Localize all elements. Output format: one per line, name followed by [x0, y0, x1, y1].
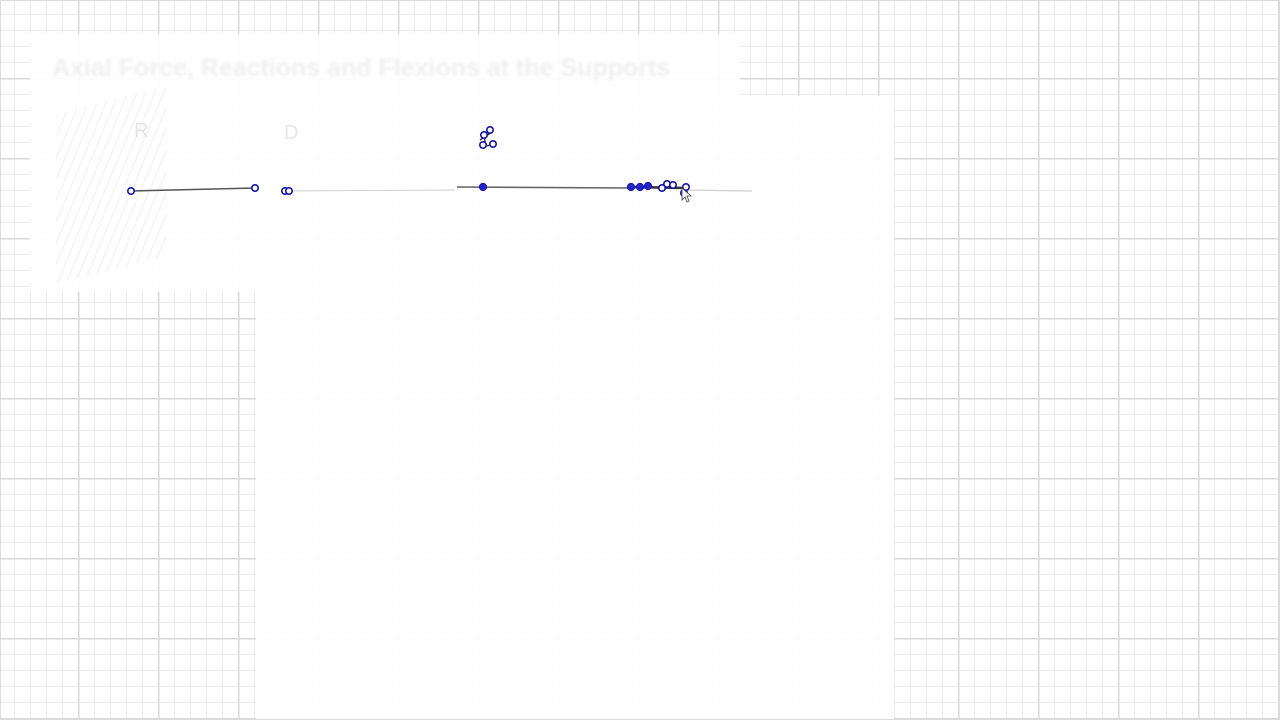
- canvas-overlay-main: [256, 292, 894, 720]
- node-2-node[interactable]: [251, 184, 260, 193]
- ghost-letter-r: R: [134, 120, 149, 142]
- diagram-title: Axial Force, Reactions and Flexions at t…: [52, 54, 671, 82]
- node-mid-node[interactable]: [478, 182, 488, 192]
- beam-segment-left-faint: [286, 189, 456, 192]
- canvas-overlay-band: [30, 96, 894, 292]
- beam-lines: [130, 131, 753, 192]
- node-top-1-node[interactable]: [479, 131, 488, 140]
- node-top-3-node[interactable]: [478, 141, 487, 150]
- support-left-node[interactable]: [127, 187, 136, 196]
- node-top-2-node[interactable]: [485, 126, 494, 135]
- node-right-3-node[interactable]: [643, 181, 653, 191]
- node-4-node[interactable]: [284, 187, 293, 196]
- node-right-7-node[interactable]: [657, 184, 666, 193]
- beam-segment-tail: [685, 189, 753, 192]
- beam-segment-left: [130, 187, 256, 192]
- node-layer[interactable]: [127, 126, 690, 198]
- node-top-4-node[interactable]: [488, 140, 497, 149]
- canvas-overlay-top: [30, 34, 740, 96]
- node-right-1-node[interactable]: [626, 182, 636, 192]
- mouse-cursor-icon: [681, 187, 693, 203]
- node-right-2-node[interactable]: [635, 182, 645, 192]
- ghost-letter-d: D: [284, 122, 299, 144]
- node-right-5-node[interactable]: [668, 181, 677, 190]
